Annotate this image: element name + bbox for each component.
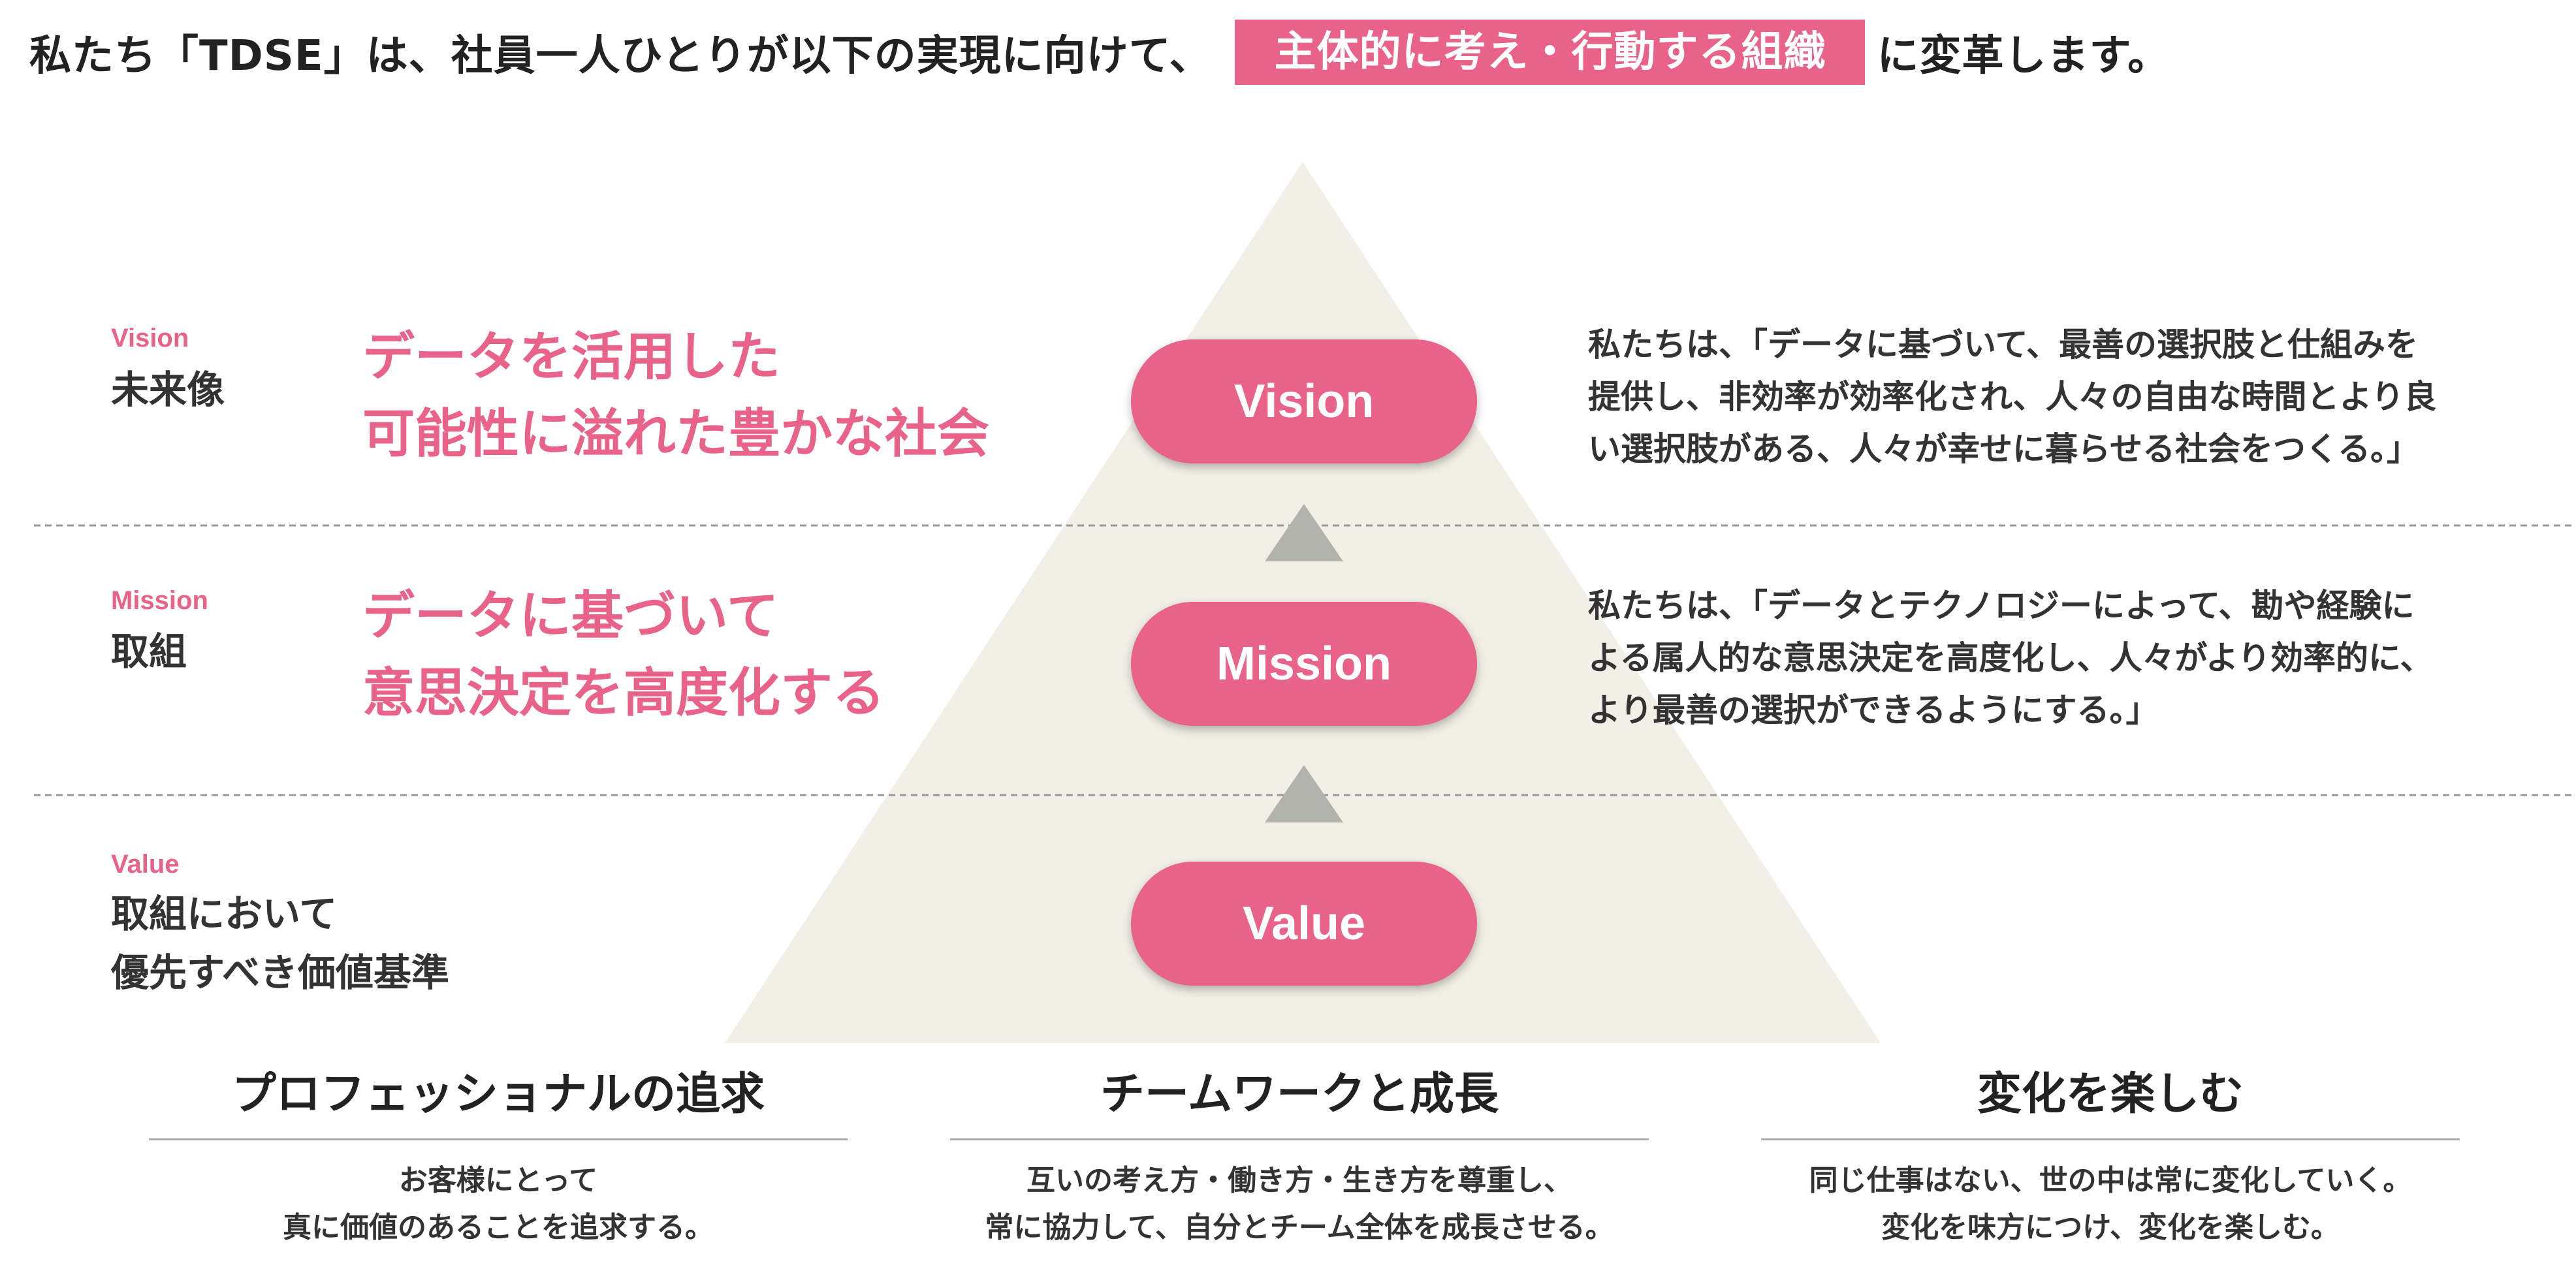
- value-title: 変化を楽しむ: [1977, 1069, 2244, 1120]
- value-description: 同じ仕事はない、世の中は常に変化していく。 変化を味方につけ、変化を楽しむ。: [1809, 1164, 2412, 1244]
- vision-en-label: Vision: [111, 324, 189, 352]
- value-description: 互いの考え方・働き方・生き方を尊重し、 常に協力して、自分とチーム全体を成長させ…: [985, 1164, 1614, 1244]
- mission-pill: Mission: [1131, 602, 1477, 726]
- mission-ja-label: 取組: [111, 629, 187, 674]
- value-en-label: Value: [111, 850, 180, 879]
- value-item-change: 変化を楽しむ 同じ仕事はない、世の中は常に変化していく。 変化を味方につけ、変化…: [1761, 1059, 2460, 1251]
- value-item-teamwork: チームワークと成長 互いの考え方・働き方・生き方を尊重し、 常に協力して、自分と…: [950, 1059, 1649, 1251]
- header-text-after: に変革します。: [1877, 32, 2171, 80]
- vision-slogan: データを活用した 可能性に溢れた豊かな社会: [362, 326, 989, 464]
- value-item-professional: プロフェッショナルの追求 お客様にとって 真に価値のあることを追求する。: [149, 1059, 848, 1251]
- value-divider: [149, 1138, 848, 1140]
- header-highlight: 主体的に考え・行動する組織: [1235, 20, 1866, 85]
- up-arrow-icon: [1265, 504, 1343, 561]
- header-text-before: 私たち「TDSE」は、社員一人ひとりが以下の実現に向けて、: [29, 32, 1212, 80]
- value-title: プロフェッショナルの追求: [231, 1069, 765, 1120]
- value-divider: [950, 1138, 1649, 1140]
- mission-en-label: Mission: [111, 586, 208, 615]
- header-statement: 私たち「TDSE」は、社員一人ひとりが以下の実現に向けて、 主体的に考え・行動す…: [29, 14, 2170, 90]
- mission-slogan: データに基づいて 意思決定を高度化する: [362, 586, 885, 723]
- value-title: チームワークと成長: [1100, 1069, 1499, 1120]
- value-ja-label: 取組において 優先すべき価値基準: [111, 892, 449, 995]
- vision-description: 私たちは、「データに基づいて、最善の選択肢と仕組みを 提供し、非効率が効率化され…: [1588, 326, 2437, 468]
- vision-pill: Vision: [1131, 339, 1477, 463]
- value-description: お客様にとって 真に価値のあることを追求する。: [283, 1164, 714, 1244]
- vision-ja-label: 未来像: [111, 367, 225, 412]
- up-arrow-icon: [1265, 765, 1343, 822]
- value-pill: Value: [1131, 862, 1477, 986]
- mission-description: 私たちは、「データとテクノロジーによって、勘や経験に よる属人的な意思決定を高度…: [1588, 587, 2433, 729]
- value-divider: [1761, 1138, 2460, 1140]
